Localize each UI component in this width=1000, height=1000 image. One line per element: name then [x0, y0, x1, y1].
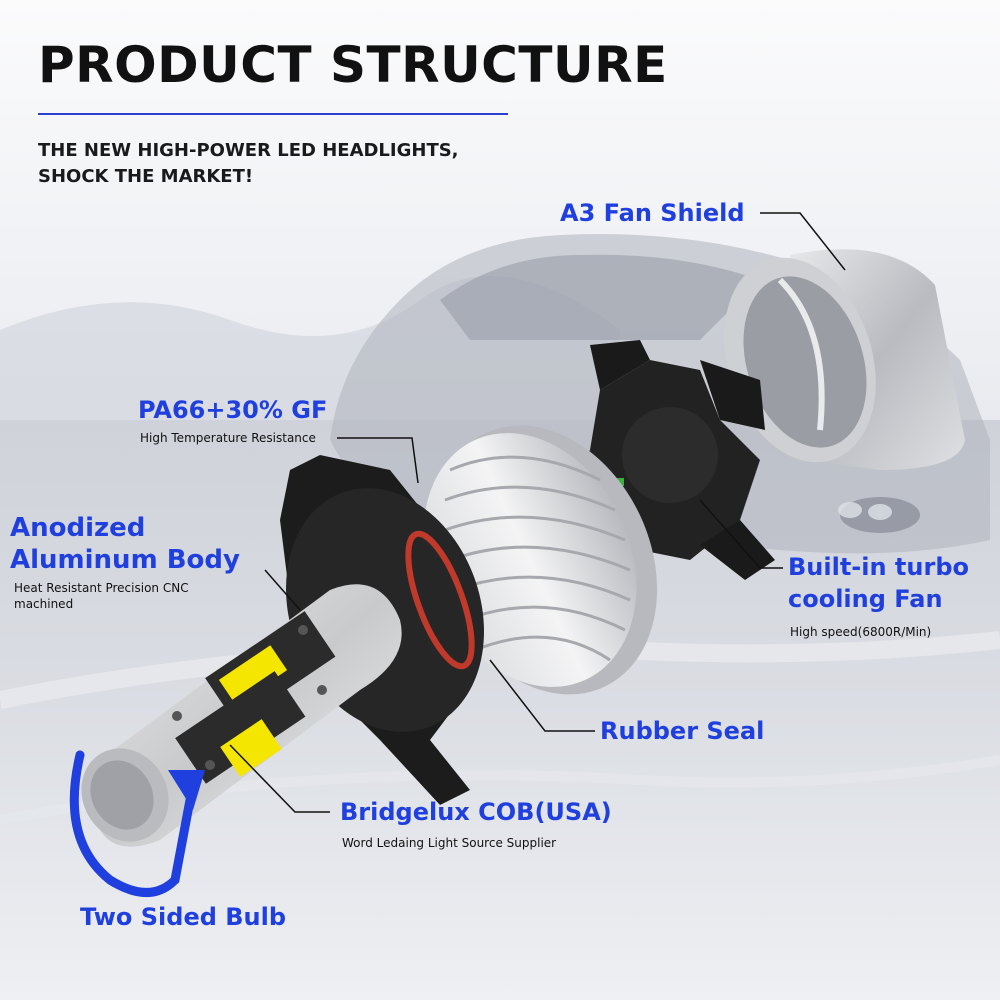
callout-fan-shield: A3 Fan Shield [560, 199, 745, 227]
page-subtitle: THE NEW HIGH-POWER LED HEADLIGHTS, SHOCK… [38, 140, 459, 187]
callout-anodized-detail: Heat Resistant Precision CNC machined [14, 581, 189, 611]
bulb-body [81, 584, 402, 847]
callout-turbo-fan: Built-in turbo cooling Fan [788, 553, 969, 613]
title-underline [38, 113, 508, 115]
callout-anodized-aluminum: Anodized Aluminum Body [10, 513, 240, 575]
callout-bridgelux-cob: Bridgelux COB(USA) [340, 798, 612, 826]
callout-pa66-detail: High Temperature Resistance [140, 431, 316, 445]
callout-rubber-seal: Rubber Seal [600, 717, 765, 745]
rotation-arrow-icon [69, 750, 205, 897]
callout-turbo-fan-detail: High speed(6800R/Min) [790, 625, 932, 639]
callout-two-sided-bulb: Two Sided Bulb [80, 903, 287, 931]
page-title: PRODUCT STRUCTURE [38, 36, 668, 94]
callout-pa66: PA66+30% GF [138, 396, 328, 424]
callout-bridgelux-detail: Word Ledaing Light Source Supplier [342, 836, 557, 850]
